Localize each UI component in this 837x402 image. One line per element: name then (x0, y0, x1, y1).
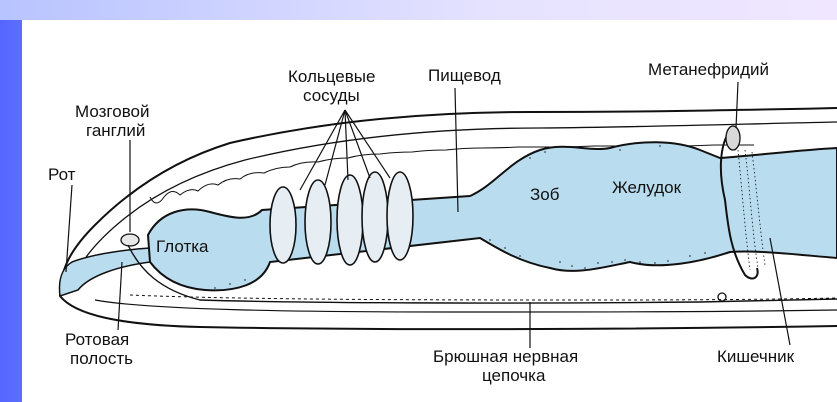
label-zob: Зоб (530, 185, 560, 204)
label-rot: Рот (48, 165, 76, 184)
label-rotovaya-2: полость (70, 349, 133, 368)
label-bryushnaya-1: Брюшная нервная (433, 347, 578, 366)
label-kishechnik: Кишечник (717, 347, 795, 366)
cerebral-ganglion (121, 234, 139, 246)
label-koltsevye-1: Кольцевые (288, 67, 375, 86)
ring-vessel-4 (362, 172, 388, 262)
ring-vessels (270, 172, 413, 265)
label-mozgovoy-1: Мозговой (75, 102, 149, 121)
label-zheludok: Желудок (612, 178, 682, 197)
ring-vessel-2 (305, 180, 331, 264)
label-bryushnaya-2: цепочка (482, 366, 546, 385)
ring-vessel-5 (387, 172, 413, 260)
ring-vessel-1 (270, 187, 296, 263)
label-glotka: Глотка (156, 237, 209, 256)
label-pishchevod: Пищевод (428, 66, 501, 85)
label-mozgovoy-2: ганглий (86, 121, 145, 140)
prostomium (60, 248, 151, 296)
nephridiopore (718, 293, 726, 301)
label-rotovaya-1: Ротовая (65, 330, 129, 349)
label-koltsevye-2: сосуды (303, 86, 360, 105)
body-bottom-inner2 (130, 295, 837, 300)
metanephridium-funnel (726, 126, 740, 150)
gut (148, 142, 837, 290)
ring-vessel-3 (337, 175, 363, 265)
label-metanefridiy: Метанефридий (648, 60, 769, 79)
